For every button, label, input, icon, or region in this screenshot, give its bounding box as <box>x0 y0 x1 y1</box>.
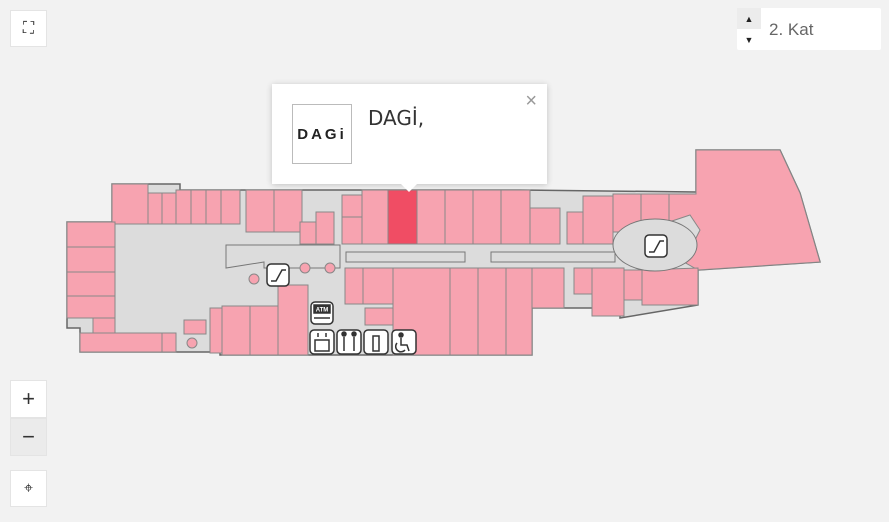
floor-label: 2. Kat <box>769 20 814 39</box>
floor-up-button[interactable]: ▲ <box>737 8 761 29</box>
crosshair-icon: ⌖ <box>23 479 33 497</box>
baby-care-icon <box>363 329 389 355</box>
store-logo: DAGi <box>292 104 352 164</box>
zoom-out-button[interactable]: − <box>10 418 47 456</box>
recenter-button[interactable]: ⌖ <box>10 470 47 507</box>
close-icon[interactable]: × <box>525 90 537 112</box>
zoom-in-button[interactable]: + <box>10 380 47 418</box>
stores[interactable] <box>66 149 821 356</box>
store-popup: DAGi DAGİ, × <box>272 84 547 192</box>
restroom-icon <box>336 329 362 355</box>
store-dagi-selected[interactable] <box>387 189 418 245</box>
fullscreen-button[interactable]: ⛶ <box>10 10 47 47</box>
amenity-glyphs <box>271 240 664 353</box>
accessible-wc-icon <box>391 329 417 355</box>
floor-down-button[interactable]: ▼ <box>744 34 754 45</box>
elevator-icon <box>309 329 335 355</box>
floor-selector[interactable]: ▲ ▼ 2. Kat <box>737 8 881 50</box>
kiosks <box>186 262 336 349</box>
expand-icon: ⛶ <box>22 19 35 37</box>
store-name: DAGİ, <box>368 106 425 130</box>
escalator-icon <box>266 263 290 287</box>
atm-label: ATM <box>316 307 329 313</box>
escalator-icon <box>644 234 668 258</box>
